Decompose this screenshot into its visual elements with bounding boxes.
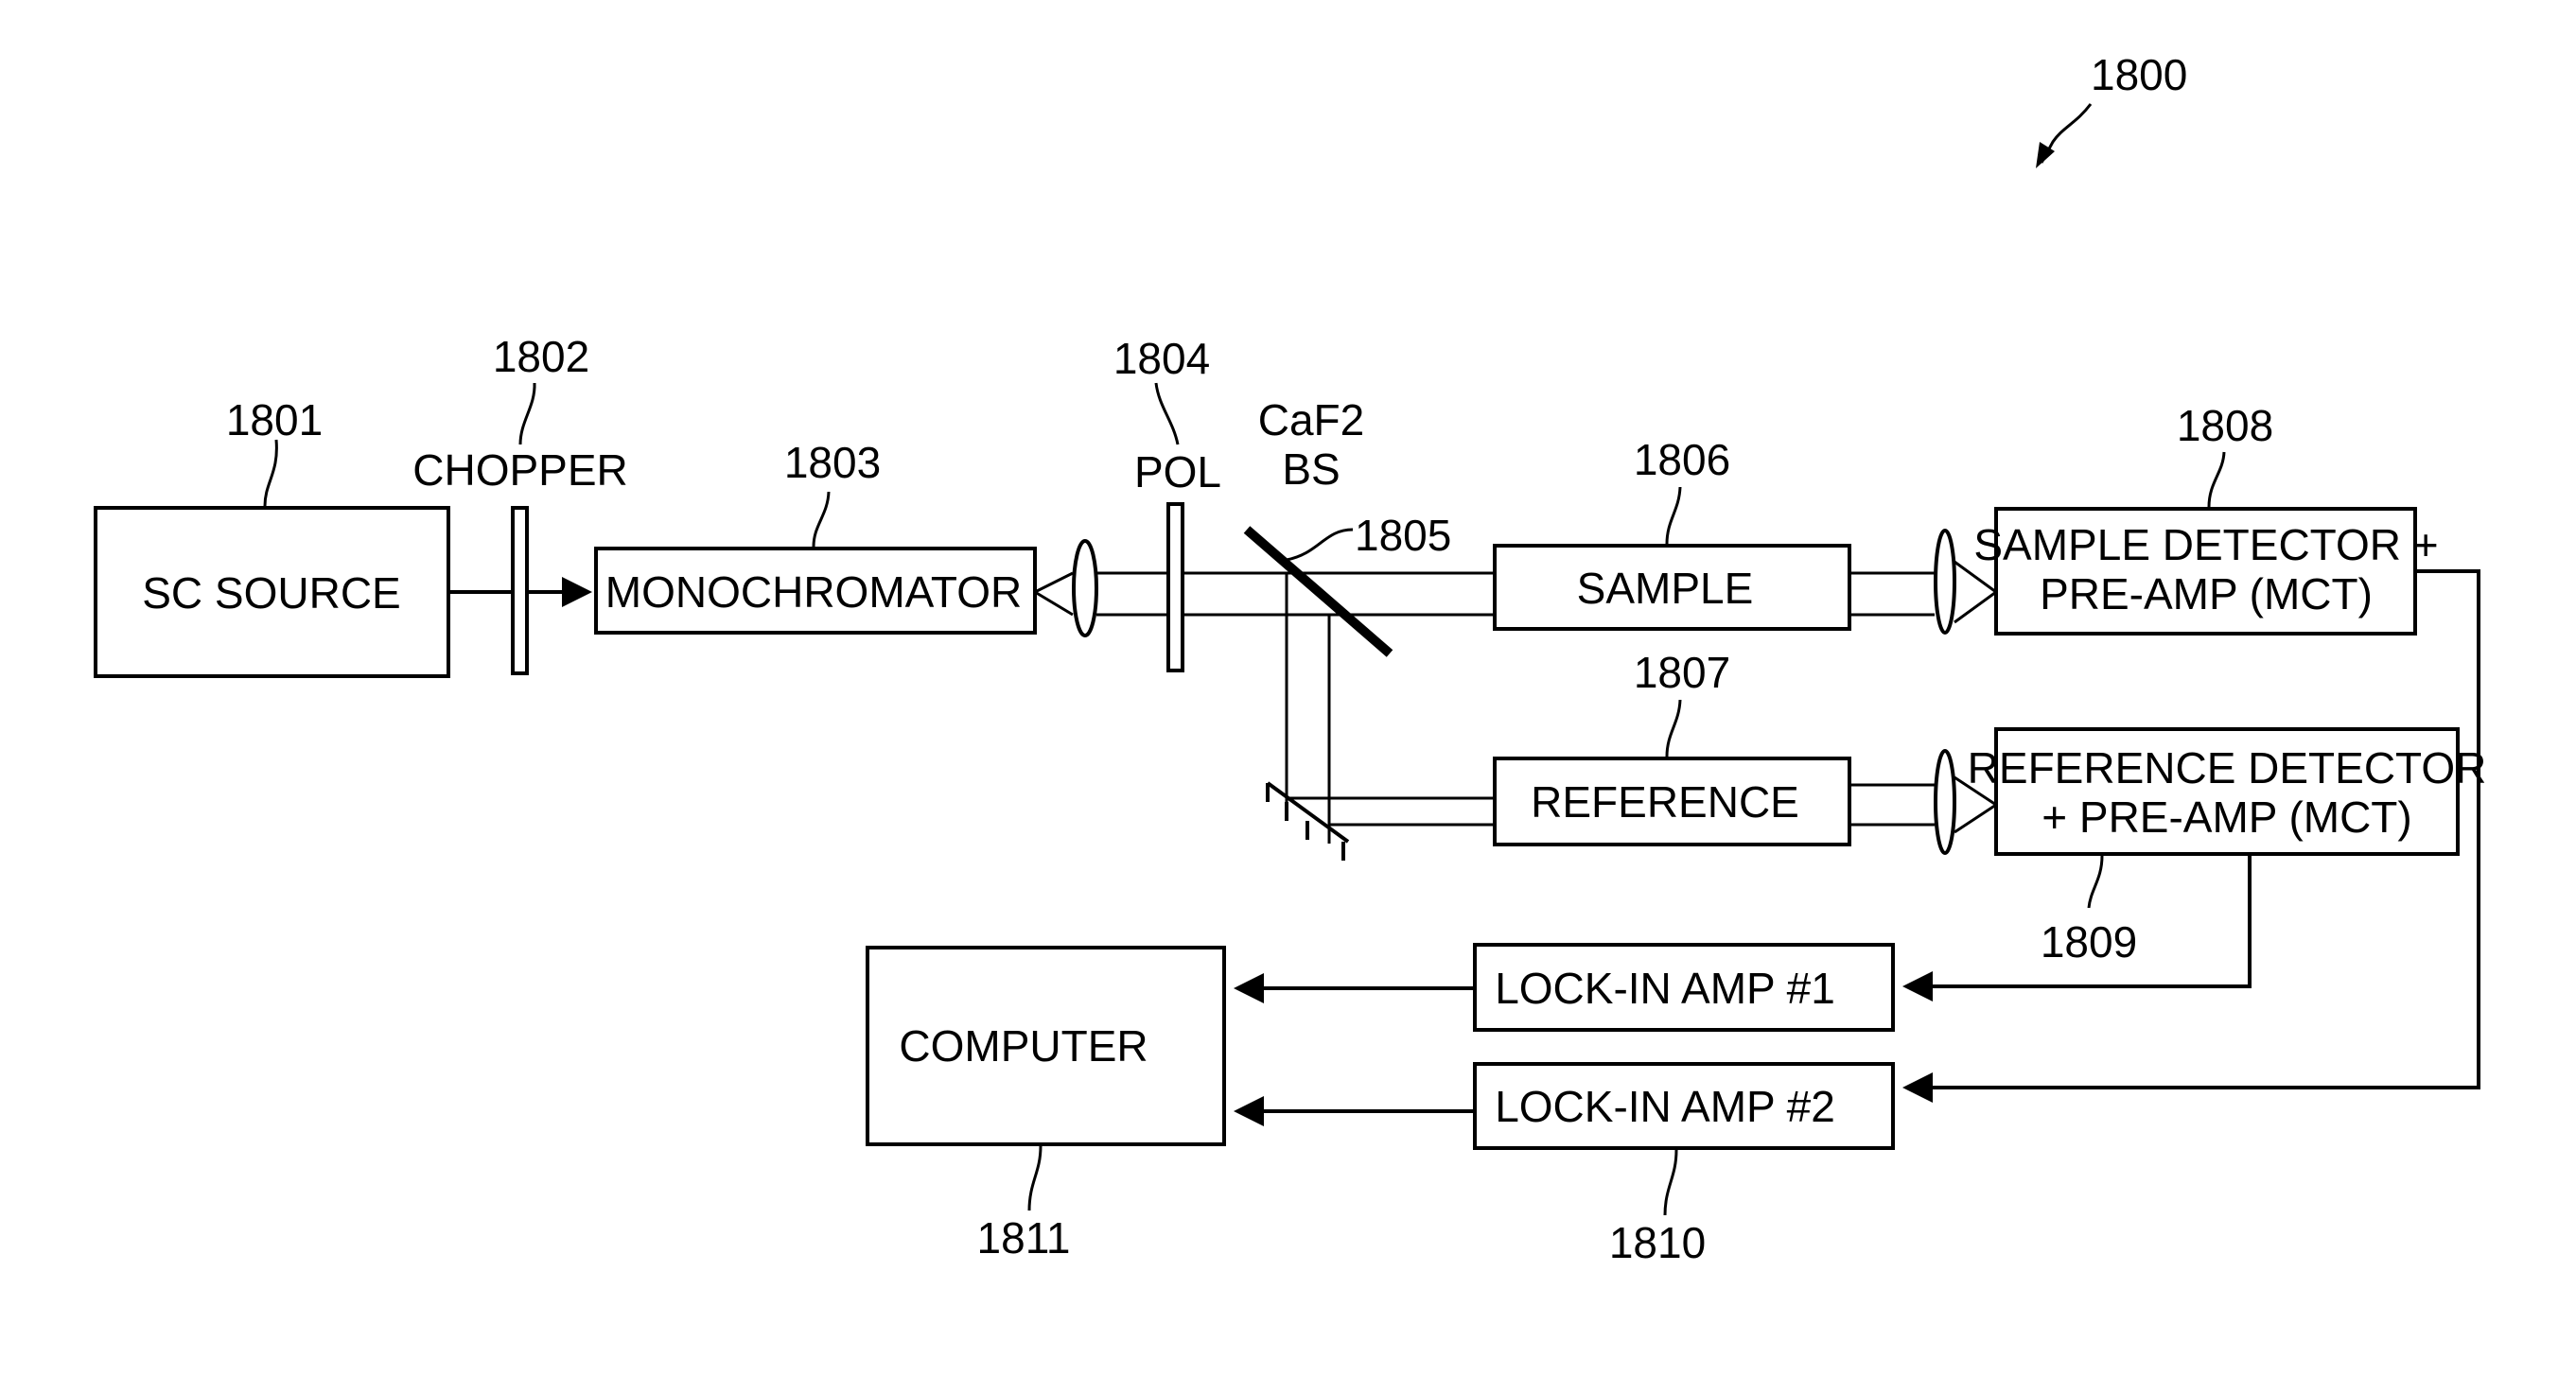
fold-mirror	[1266, 781, 1350, 861]
lens-3-icon	[1934, 749, 1956, 855]
beam-splitter-numeral: 1805	[1355, 511, 1451, 560]
reference-box	[1493, 757, 1851, 846]
sc-source-numeral: 1801	[226, 395, 323, 444]
sample-box	[1493, 544, 1851, 631]
computer-numeral: 1811	[977, 1213, 1071, 1263]
reference-signal-wire	[1902, 854, 2252, 1002]
lockin-1-block: LOCK-IN AMP #1	[1473, 943, 1895, 1032]
sc-source-leader-line	[263, 439, 278, 507]
sc-source-block: SC SOURCE 1801	[94, 395, 450, 678]
lens-2-icon	[1934, 529, 1956, 635]
chopper-numeral: 1802	[493, 332, 589, 381]
reference-detector-box	[1994, 727, 2460, 856]
computer-box	[866, 946, 1226, 1146]
sample-detector-label-line2: PRE-AMP (MCT)	[2040, 569, 2373, 618]
lens-cone-upper	[1034, 571, 1074, 594]
sample-signal-wire	[1902, 569, 2480, 1103]
reference-block: REFERENCE 1807	[1493, 648, 1851, 846]
beam-splitter-plate	[1243, 526, 1393, 657]
chopper-plate	[511, 506, 529, 675]
lens-cone-lower	[1034, 590, 1074, 617]
sc-source-label: SC SOURCE	[142, 568, 400, 618]
polarizer-block: POL 1804	[1113, 334, 1221, 672]
lockin-2-block: LOCK-IN AMP #2 1810	[1473, 1062, 1895, 1267]
collimating-lens-1	[1034, 539, 1098, 637]
sample-label: SAMPLE	[1577, 564, 1754, 613]
beam-splitter-block: CaF2 BS 1805	[1243, 395, 1451, 657]
figure-reference: 1800	[2036, 50, 2187, 168]
lockin-2-numeral: 1810	[1609, 1218, 1706, 1267]
reference-detector-numeral: 1809	[2041, 917, 2137, 967]
polarizer-leader-line	[1154, 382, 1180, 445]
lens-2-cone-lower	[1954, 590, 1997, 624]
lens-2-cone-upper	[1954, 560, 1997, 594]
reference-leader-line	[1665, 699, 1682, 758]
sample-detector-leader-line	[2207, 451, 2226, 508]
reference-detector-label-line1: REFERENCE DETECTOR	[1968, 743, 2487, 793]
reference-detector-leader-line	[2087, 855, 2104, 909]
lockin-2-box	[1473, 1062, 1895, 1150]
figure-pointer-line	[2040, 103, 2093, 164]
monochromator-box	[594, 547, 1037, 635]
chopper-label: CHOPPER	[412, 445, 627, 495]
figure-numeral: 1800	[2091, 50, 2187, 99]
fold-mirror-surface	[1266, 781, 1350, 844]
sample-numeral: 1806	[1634, 435, 1730, 484]
polarizer-numeral: 1804	[1113, 334, 1210, 383]
focusing-lens-sample	[1934, 529, 1997, 635]
lens-3-cone-upper	[1954, 775, 1997, 807]
lockin-1-label: LOCK-IN AMP #1	[1495, 964, 1835, 1013]
beam-splitter-leader-line	[1286, 528, 1354, 562]
lockin-2-leader-line	[1663, 1149, 1678, 1216]
reference-detector-block: REFERENCE DETECTOR + PRE-AMP (MCT) 1809	[1968, 727, 2487, 967]
computer-label: COMPUTER	[899, 1021, 1148, 1071]
monochromator-numeral: 1803	[784, 438, 881, 487]
computer-leader-line	[1027, 1145, 1043, 1211]
beam-splitter-label-line1: CaF2	[1258, 395, 1364, 444]
sample-detector-box	[1994, 507, 2417, 636]
lens-3-cone-lower	[1954, 803, 1997, 834]
sample-detector-label-line1: SAMPLE DETECTOR +	[1973, 520, 2438, 569]
figure-pointer-arrowhead-icon	[2036, 142, 2055, 168]
polarizer-label: POL	[1134, 447, 1221, 496]
lockin-2-label: LOCK-IN AMP #2	[1495, 1082, 1835, 1131]
monochromator-leader-line	[812, 491, 831, 548]
sc-source-box	[94, 506, 450, 678]
monochromator-block: MONOCHROMATOR 1803	[594, 438, 1037, 635]
reference-label: REFERENCE	[1531, 777, 1799, 827]
sample-detector-block: SAMPLE DETECTOR + PRE-AMP (MCT) 1808	[1973, 401, 2439, 636]
sample-detector-numeral: 1808	[2177, 401, 2273, 450]
sample-block: SAMPLE 1806	[1493, 435, 1851, 631]
polarizer-plate	[1166, 502, 1184, 672]
lockin-1-box	[1473, 943, 1895, 1032]
chopper-block: CHOPPER 1802	[412, 332, 628, 675]
beam-splitter-label-line2: BS	[1282, 444, 1340, 494]
lens-1-icon	[1072, 539, 1098, 637]
focusing-lens-reference	[1934, 749, 1997, 855]
computer-block: COMPUTER 1811	[866, 946, 1226, 1263]
sample-leader-line	[1665, 486, 1682, 545]
monochromator-label: MONOCHROMATOR	[605, 567, 1022, 617]
chopper-leader-line	[518, 382, 536, 445]
reference-numeral: 1807	[1634, 648, 1730, 697]
reference-detector-label-line2: + PRE-AMP (MCT)	[2042, 793, 2411, 842]
